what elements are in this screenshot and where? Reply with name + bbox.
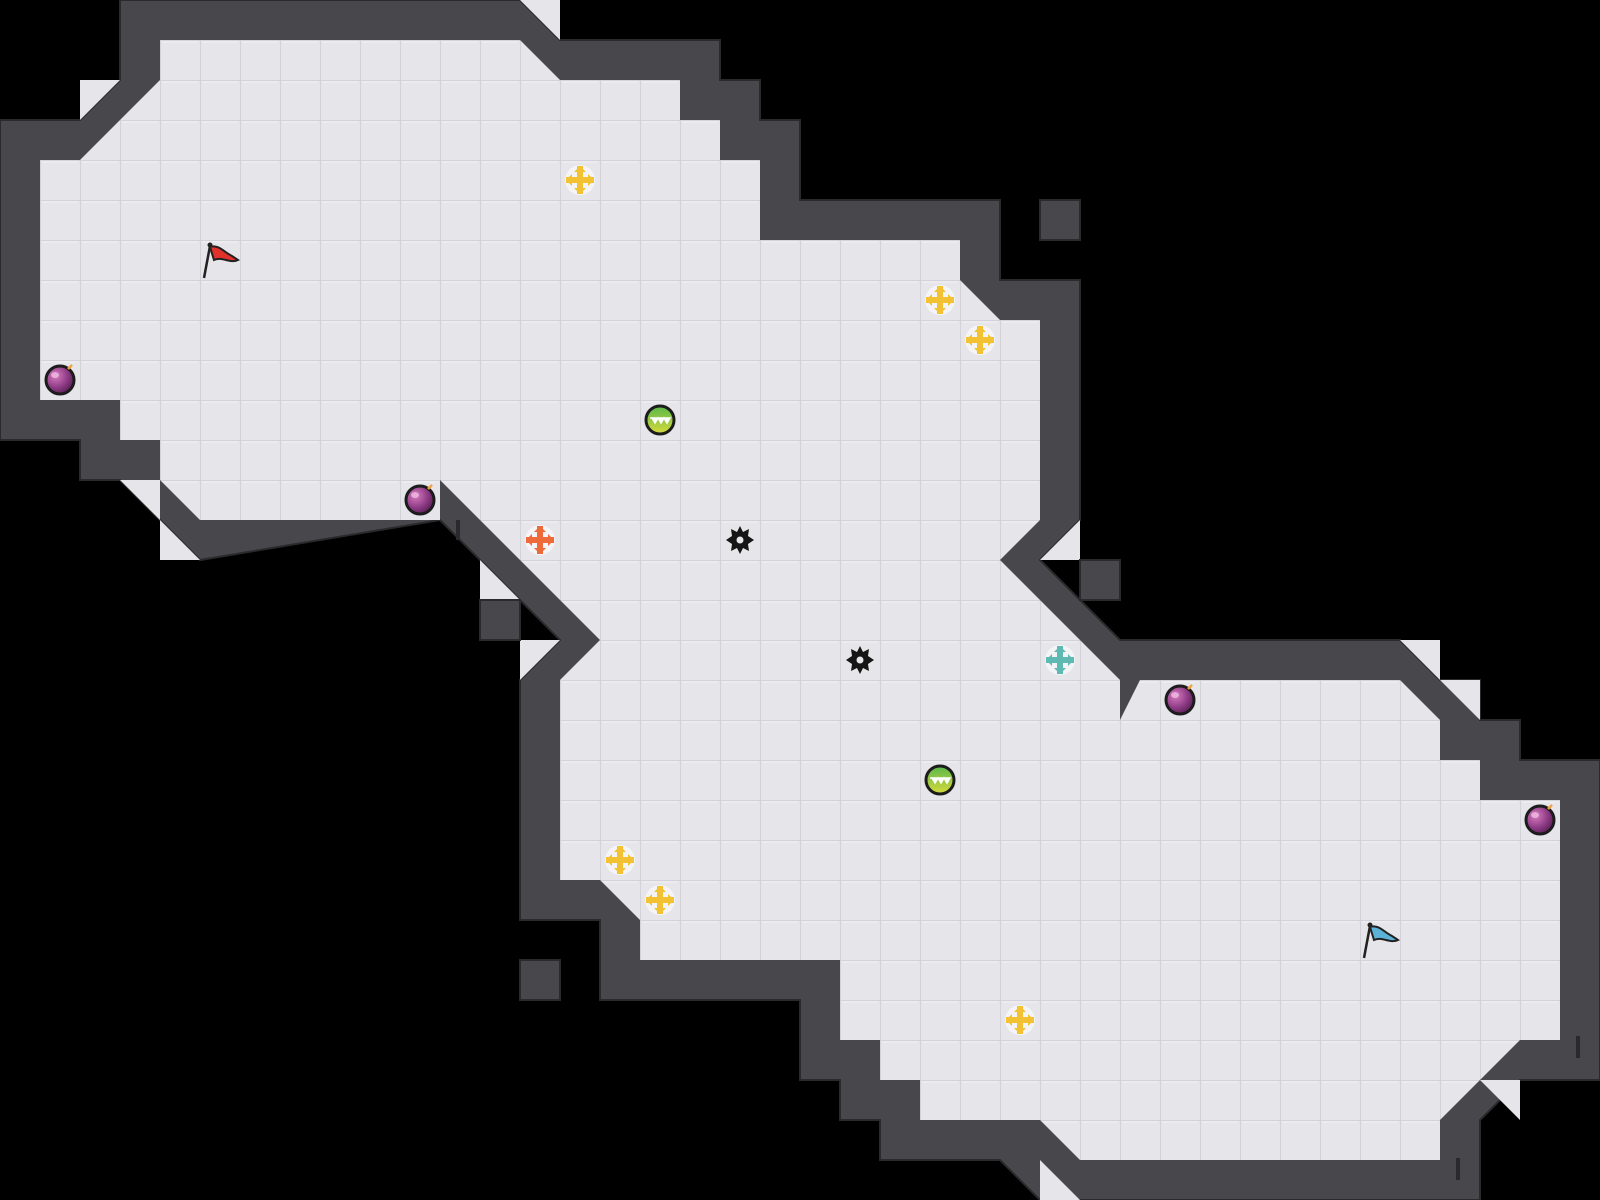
wall-block [519, 959, 561, 1001]
bomb-icon[interactable] [1524, 803, 1556, 836]
red-flag-icon[interactable] [202, 242, 240, 279]
powerup-icon[interactable] [925, 285, 955, 315]
wall-block [1039, 199, 1081, 241]
powerup-icon[interactable] [605, 845, 635, 875]
powerup-icon[interactable] [645, 885, 675, 915]
boost-pad-icon[interactable] [644, 404, 676, 436]
bomb-icon[interactable] [1164, 683, 1196, 716]
red-powerup-icon[interactable] [525, 525, 555, 555]
bomb-icon[interactable] [44, 363, 76, 396]
arena-floor [40, 0, 1560, 1200]
powerup-icon[interactable] [965, 325, 995, 355]
gate-markers [456, 520, 1580, 1180]
blue-powerup-icon[interactable] [1045, 645, 1075, 675]
bomb-icon[interactable] [404, 483, 436, 516]
powerup-icon[interactable] [565, 165, 595, 195]
boost-pad-icon[interactable] [924, 764, 956, 796]
blue-flag-icon[interactable] [1362, 922, 1400, 959]
powerup-icon[interactable] [1005, 1005, 1035, 1035]
